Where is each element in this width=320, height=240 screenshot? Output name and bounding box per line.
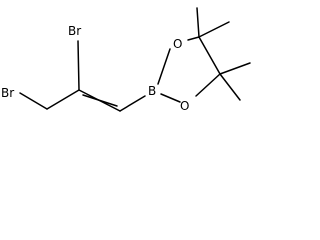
bond-methyl-2 xyxy=(198,21,230,38)
bond-br-ch2 xyxy=(19,92,48,110)
atom-boron: B xyxy=(148,84,156,98)
bond-ch-b xyxy=(119,95,146,112)
atom-br-vinyl: Br xyxy=(68,24,81,38)
chemical-structure: Br Br B O O xyxy=(1,7,251,113)
atom-oxygen-top: O xyxy=(173,37,182,51)
bond-b-o-bottom xyxy=(160,93,181,103)
bond-o-top-c xyxy=(187,36,200,41)
bond-ch2-cbr xyxy=(46,89,80,110)
atom-br-terminal: Br xyxy=(1,86,14,100)
bond-cbr-br xyxy=(77,40,80,91)
bond-methyl-1 xyxy=(196,7,200,38)
bond-c-c-ring xyxy=(198,36,221,75)
atom-oxygen-bottom: O xyxy=(180,99,189,113)
bond-o-bottom-c xyxy=(195,73,221,97)
bond-group xyxy=(19,7,251,112)
double-bond-inner xyxy=(82,94,118,107)
atom-label-group: Br Br B O O xyxy=(1,24,189,113)
bond-methyl-3 xyxy=(219,62,251,75)
bond-b-o-top xyxy=(157,48,171,85)
bond-methyl-4 xyxy=(219,73,241,101)
